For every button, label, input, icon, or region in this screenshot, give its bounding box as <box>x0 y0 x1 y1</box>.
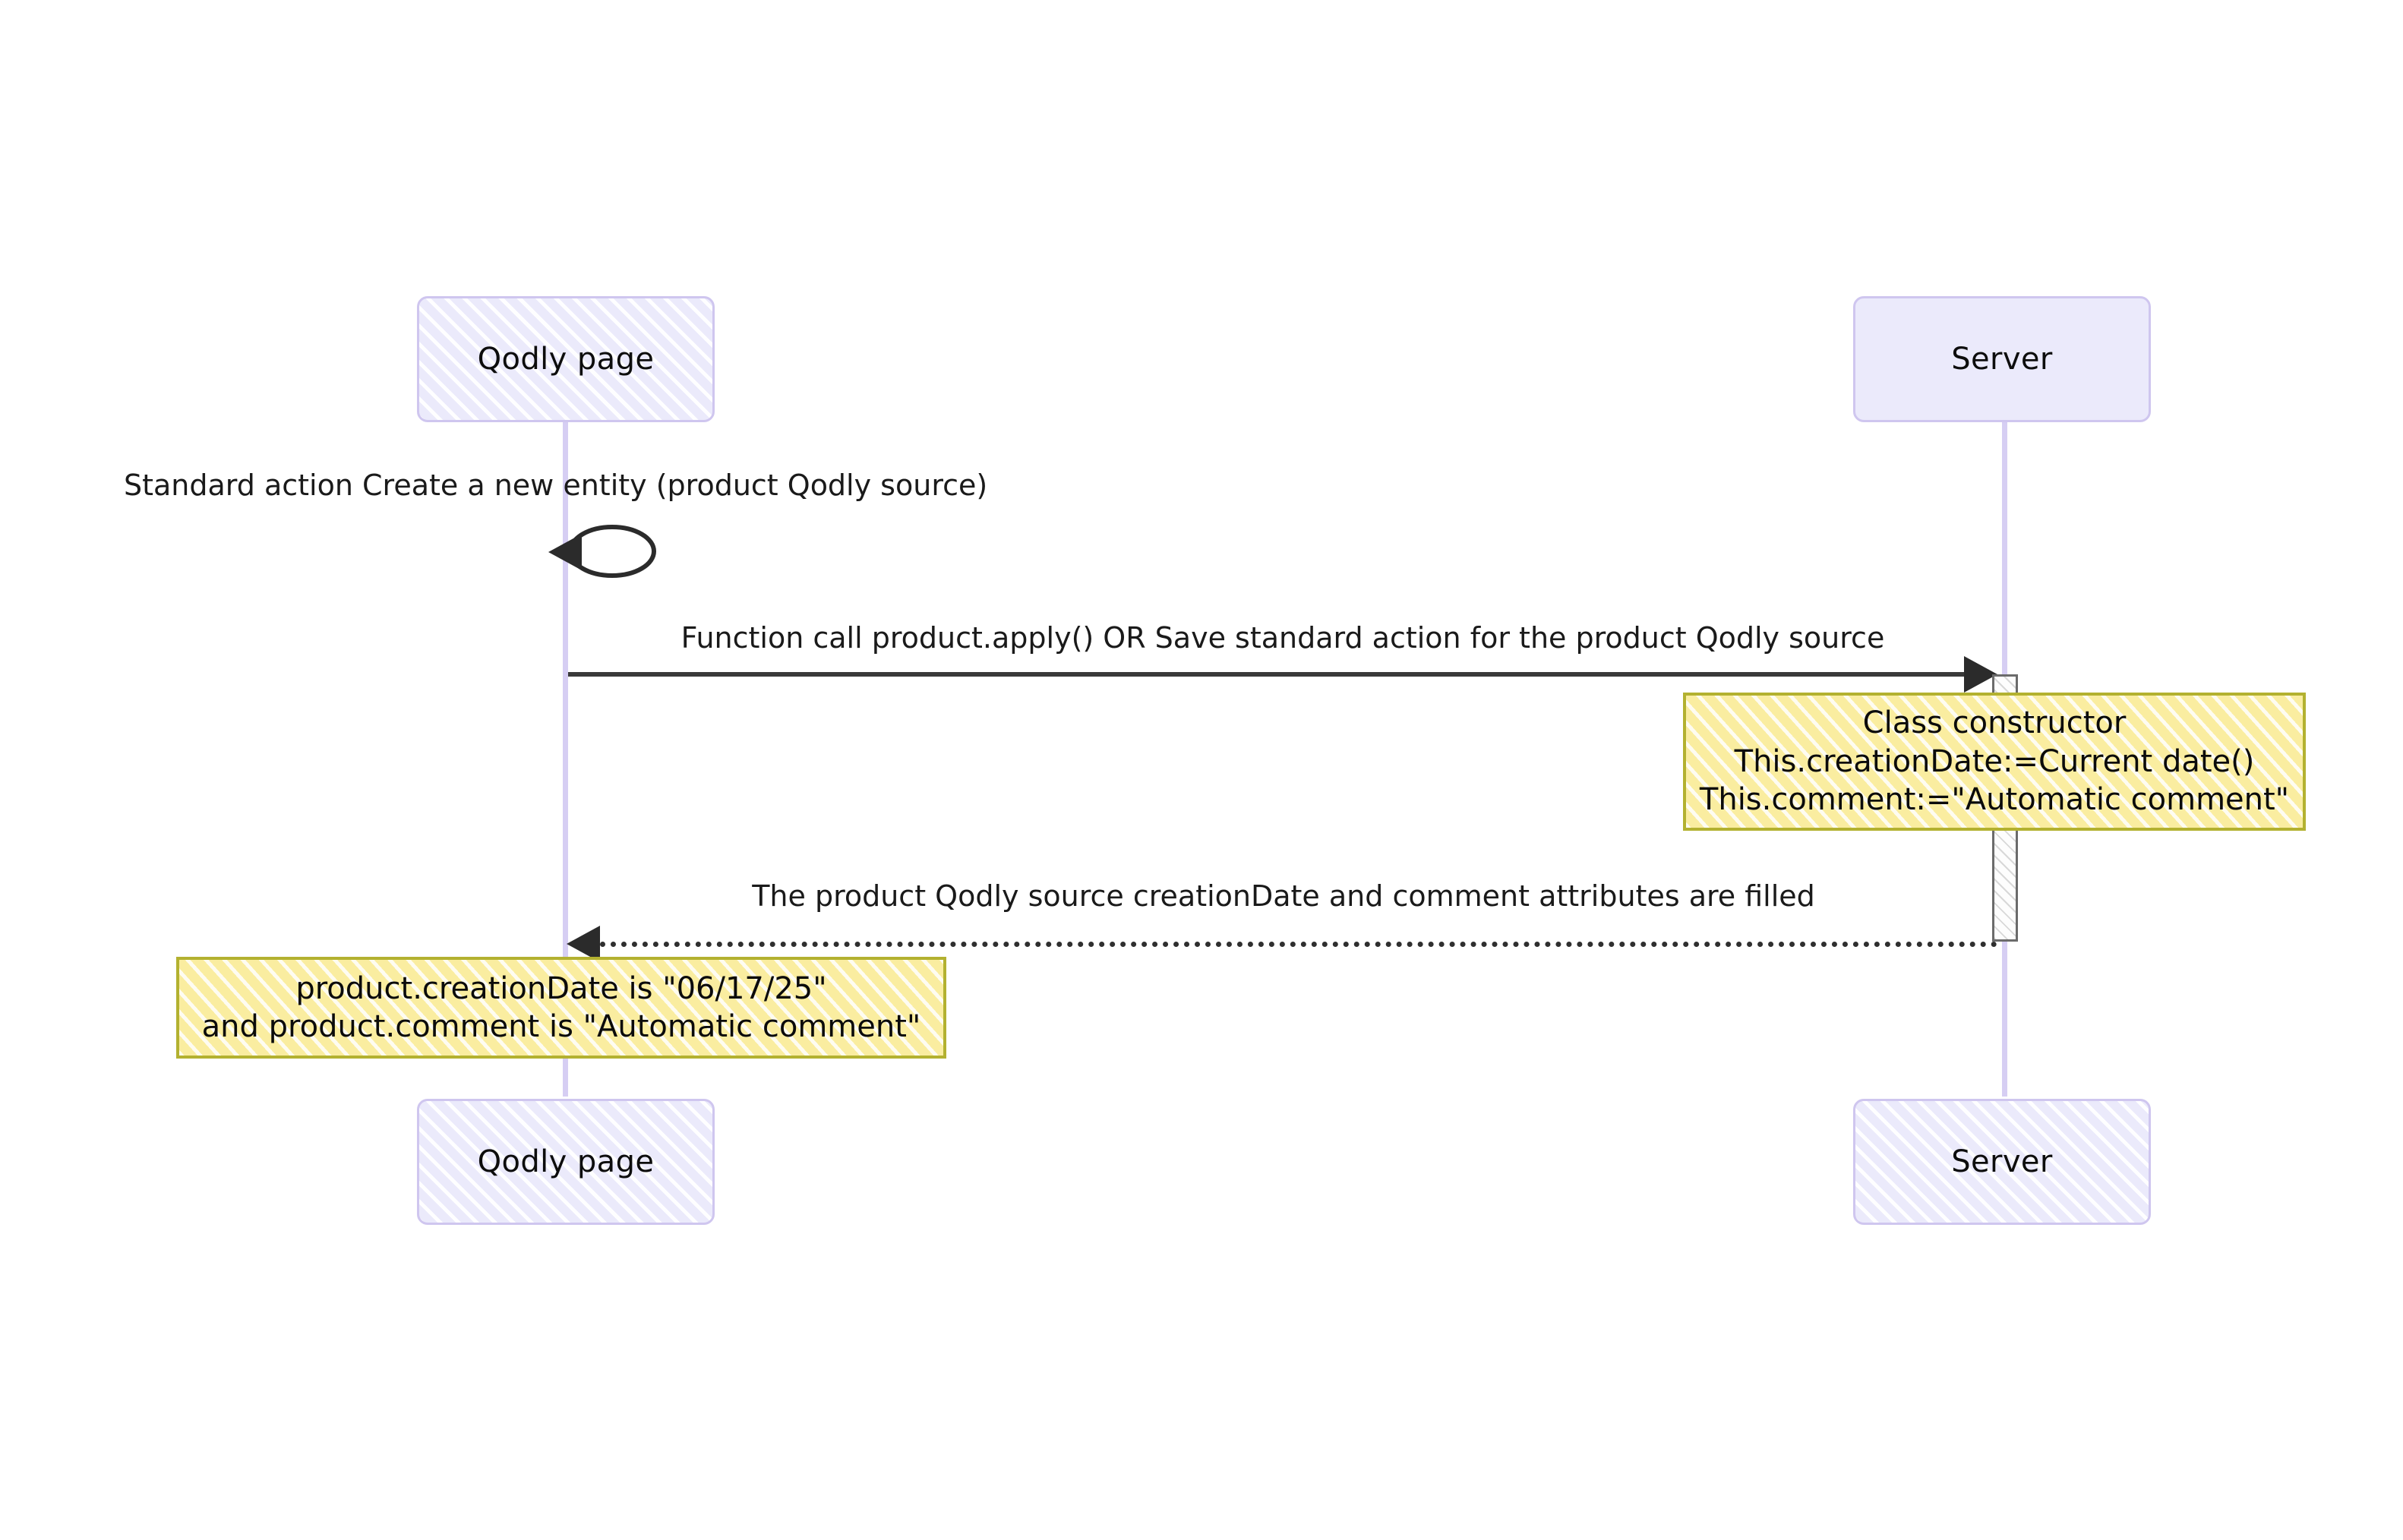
participant-box-qodly-page-bottom[interactable]: Qodly page <box>417 1099 715 1225</box>
note-product-values-line-2: and product.comment is "Automatic commen… <box>201 1009 921 1044</box>
participant-box-server-bottom[interactable]: Server <box>1853 1099 2151 1225</box>
participant-label-server-bottom: Server <box>1951 1144 2053 1179</box>
note-product-values: product.creationDate is "06/17/25" and p… <box>176 957 946 1059</box>
participant-label-qodly-page-bottom: Qodly page <box>477 1144 655 1179</box>
message-arrowhead-apply-call-icon <box>1964 656 1997 693</box>
message-label-apply-call: Function call product.apply() OR Save st… <box>680 621 1885 655</box>
message-label-attributes-filled-return: The product Qodly source creationDate an… <box>752 879 1815 913</box>
note-class-constructor-line-1: Class constructor <box>1862 705 2127 741</box>
message-line-attributes-filled-return <box>600 942 1997 947</box>
note-class-constructor-line-2: This.creationDate:=Current date() <box>1734 743 2255 779</box>
note-class-constructor-line-3: This.comment:="Automatic comment" <box>1699 782 2290 818</box>
note-class-constructor: Class constructor This.creationDate:=Cur… <box>1683 693 2306 831</box>
participant-label-qodly-page-top: Qodly page <box>477 342 655 377</box>
participant-box-qodly-page-top[interactable]: Qodly page <box>417 296 715 422</box>
participant-box-server-top[interactable]: Server <box>1853 296 2151 422</box>
message-line-apply-call <box>568 672 1966 677</box>
lifeline-qodly-page <box>563 422 568 1097</box>
self-loop-arrowhead-icon <box>548 534 582 570</box>
participant-label-server-top: Server <box>1951 342 2053 377</box>
message-arrowhead-return-icon <box>567 926 600 962</box>
message-label-self-create-entity: Standard action Create a new entity (pro… <box>124 469 988 502</box>
note-product-values-line-1: product.creationDate is "06/17/25" <box>295 970 827 1006</box>
